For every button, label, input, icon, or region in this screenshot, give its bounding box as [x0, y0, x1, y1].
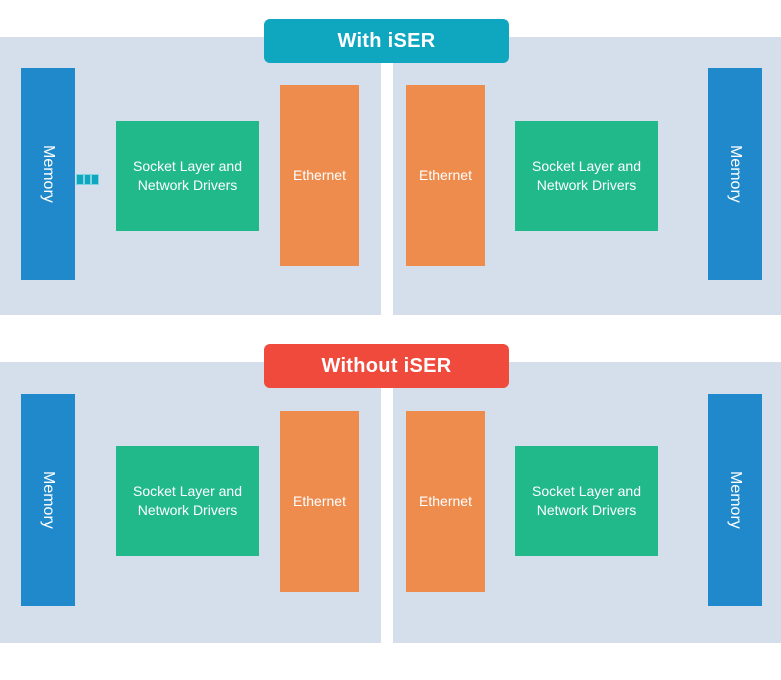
node-ethernet-bottom-right: Ethernet	[406, 411, 485, 592]
panel-divider-top	[381, 37, 393, 315]
banner-without-iser: Without iSER	[264, 344, 509, 388]
node-label: Memory	[726, 145, 744, 203]
connector-segment	[84, 175, 91, 184]
node-label: Memory	[726, 471, 744, 529]
connector-segment	[92, 175, 99, 184]
node-label: Socket Layer and Network Drivers	[532, 158, 641, 193]
panel-divider-bottom	[381, 362, 393, 643]
node-socket-layer-bottom-right: Socket Layer and Network Drivers	[515, 446, 658, 556]
node-label: Ethernet	[293, 167, 346, 184]
connector-segment	[77, 175, 83, 184]
node-label: Socket Layer and Network Drivers	[133, 483, 242, 518]
node-socket-layer-bottom-left: Socket Layer and Network Drivers	[116, 446, 259, 556]
node-label: Ethernet	[293, 493, 346, 510]
node-ethernet-top-left: Ethernet	[280, 85, 359, 266]
node-ethernet-top-right: Ethernet	[406, 85, 485, 266]
node-socket-layer-top-right: Socket Layer and Network Drivers	[515, 121, 658, 231]
node-label: Memory	[39, 145, 57, 203]
node-ethernet-bottom-left: Ethernet	[280, 411, 359, 592]
node-memory-top-right: Memory	[708, 68, 762, 280]
node-label: Ethernet	[419, 493, 472, 510]
node-label: Socket Layer and Network Drivers	[532, 483, 641, 518]
node-label: Socket Layer and Network Drivers	[133, 158, 242, 193]
node-memory-bottom-right: Memory	[708, 394, 762, 606]
node-label: Ethernet	[419, 167, 472, 184]
node-memory-top-left: Memory	[21, 68, 75, 280]
node-memory-bottom-left: Memory	[21, 394, 75, 606]
connector-memory-to-socket-top-left	[76, 174, 99, 185]
node-socket-layer-top-left: Socket Layer and Network Drivers	[116, 121, 259, 231]
node-label: Memory	[39, 471, 57, 529]
banner-with-iser: With iSER	[264, 19, 509, 63]
